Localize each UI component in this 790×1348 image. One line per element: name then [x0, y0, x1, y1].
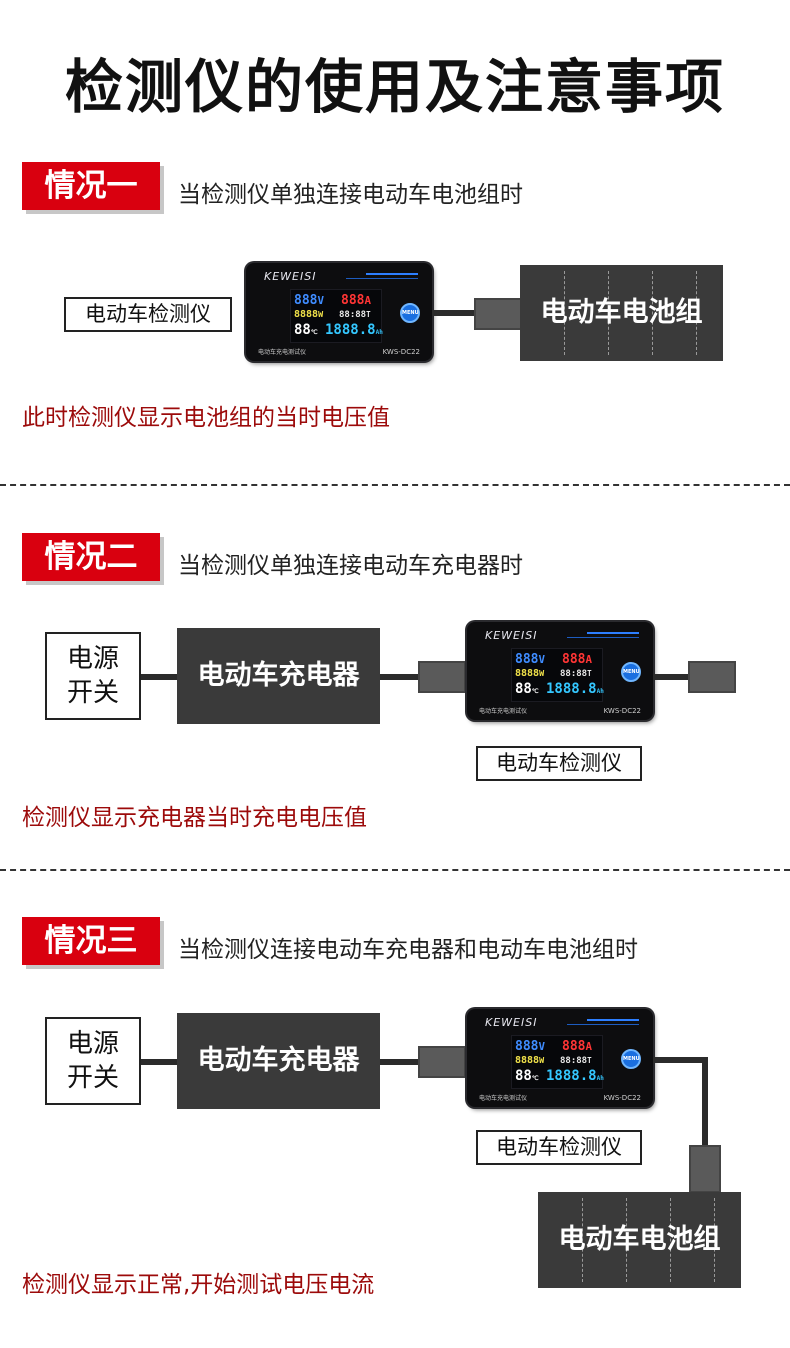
plug — [418, 1046, 466, 1078]
meter-label-case-1: 电动车检测仪 — [64, 297, 232, 332]
meter-label-case-2: 电动车检测仪 — [476, 746, 642, 781]
cable — [653, 674, 691, 680]
charger-case-2: 电动车充电器 — [177, 628, 380, 724]
battery-pack-case-1: 电动车电池组 — [520, 265, 723, 361]
brand-logo: KEWEISI — [264, 270, 317, 283]
charger-case-3: 电动车充电器 — [177, 1013, 380, 1109]
menu-button[interactable]: MENU — [400, 303, 420, 323]
meter-label-case-3: 电动车检测仪 — [476, 1130, 642, 1165]
cable — [432, 310, 476, 316]
meter-device-case-3: KEWEISI 888V 888A 8888W 88:88T 88℃ 1888.… — [467, 1009, 653, 1107]
power-switch-case-2: 电源开关 — [45, 632, 141, 720]
meter-screen: 888V 888A 8888W 88:88T 88℃ 1888.8Ah — [511, 1035, 604, 1089]
meter-device-case-2: KEWEISI 888V 888A 8888W 88:88T 88℃ 1888.… — [467, 622, 653, 720]
meter-screen: 888V 888A 8888W 88:88T 88℃ 1888.8Ah — [290, 289, 383, 343]
plug — [474, 298, 522, 330]
menu-button[interactable]: MENU — [621, 1049, 641, 1069]
badge-case-1: 情况一 — [22, 162, 160, 210]
cable — [380, 1059, 422, 1065]
battery-label: 电动车电池组 — [540, 297, 703, 328]
battery-label: 电动车电池组 — [558, 1224, 721, 1255]
plug — [689, 1145, 721, 1193]
cable — [141, 1059, 179, 1065]
divider — [0, 484, 790, 486]
cable — [141, 674, 179, 680]
note-case-2: 检测仪显示充电器当时充电电压值 — [22, 805, 367, 831]
power-switch-case-3: 电源开关 — [45, 1017, 141, 1105]
plug — [418, 661, 466, 693]
meter-screen: 888V 888A 8888W 88:88T 88℃ 1888.8Ah — [511, 648, 604, 702]
cable — [702, 1057, 708, 1149]
divider — [0, 869, 790, 871]
badge-case-2: 情况二 — [22, 533, 160, 581]
cable — [653, 1057, 708, 1063]
plug — [688, 661, 736, 693]
note-case-3: 检测仪显示正常,开始测试电压电流 — [22, 1272, 375, 1298]
page-title: 检测仪的使用及注意事项 — [64, 53, 725, 121]
heading-case-2: 当检测仪单独连接电动车充电器时 — [178, 553, 523, 579]
heading-case-3: 当检测仪连接电动车充电器和电动车电池组时 — [178, 937, 638, 963]
heading-case-1: 当检测仪单独连接电动车电池组时 — [178, 182, 523, 208]
note-case-1: 此时检测仪显示电池组的当时电压值 — [22, 405, 390, 431]
battery-pack-case-3: 电动车电池组 — [538, 1192, 741, 1288]
badge-case-3: 情况三 — [22, 917, 160, 965]
menu-button[interactable]: MENU — [621, 662, 641, 682]
meter-device-case-1: KEWEISI 888V 888A 8888W 88:88T 88℃ 1888.… — [246, 263, 432, 361]
cable — [380, 674, 422, 680]
